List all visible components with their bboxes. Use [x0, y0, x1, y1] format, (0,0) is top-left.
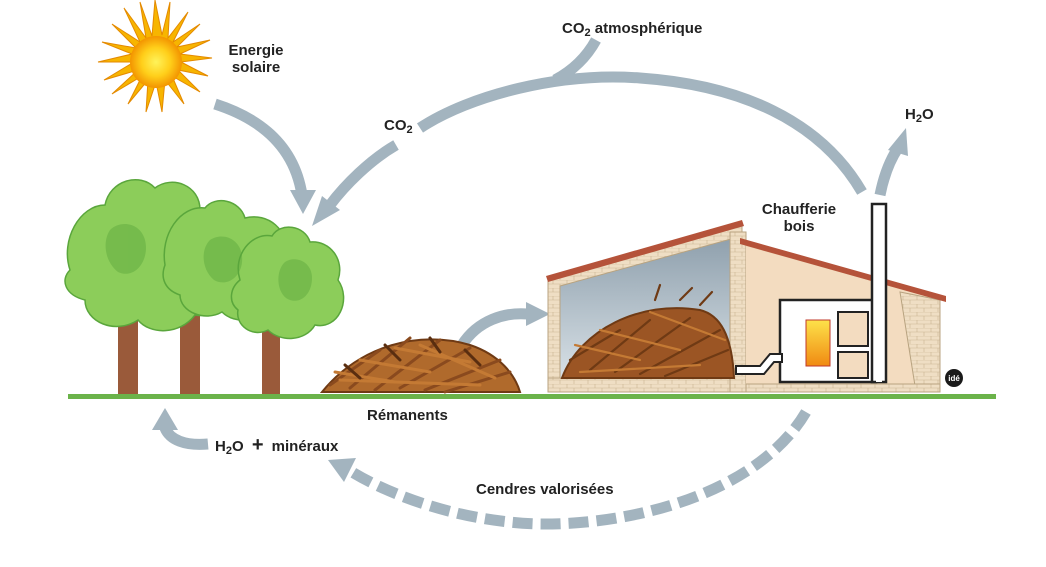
arrow-minerals-to-trees [159, 425, 209, 450]
arrow-chimney-to-h2o [874, 144, 903, 197]
trees-illustration [64, 178, 345, 395]
plus-sign: + [251, 434, 264, 456]
publisher-logo: idé [945, 369, 963, 387]
chaufferie-building [546, 202, 946, 393]
arrows-layer [159, 37, 903, 530]
label-h2o-mineraux: H2O + minéraux [215, 434, 339, 457]
ground-line [68, 394, 996, 399]
svg-text:idé: idé [948, 374, 960, 383]
arrow-remanents-to-boiler [457, 308, 529, 349]
arrowheads [152, 128, 908, 482]
arrowhead-ashes [328, 458, 356, 482]
label-co2-atmospherique: CO2 atmosphérique [562, 20, 703, 39]
arrow-co2-to-trees [325, 140, 399, 209]
arrowhead-boiler [526, 302, 550, 326]
label-co2: CO2 [384, 117, 413, 136]
label-remanents: Rémanents [367, 407, 448, 424]
arrowhead-h2o [888, 128, 908, 156]
label-h2o-chimney: H2O [905, 106, 934, 125]
arrowhead-co2 [312, 196, 340, 226]
label-chaufferie-bois: Chaufferie bois [761, 201, 837, 235]
arrow-solar-to-trees [213, 98, 308, 196]
remanents-pile [319, 336, 522, 394]
arrow-atmospheric-arc [416, 71, 867, 195]
arrowhead-minerals [152, 408, 178, 430]
label-energie-solaire: Energie solaire [228, 42, 284, 76]
sun-icon [97, 0, 213, 113]
arrow-ashes-dashed [349, 409, 811, 530]
arrow-atmospheric-inlet [552, 37, 601, 85]
label-cendres-valorisees: Cendres valorisées [476, 481, 614, 498]
arrowhead-solar [290, 190, 316, 214]
